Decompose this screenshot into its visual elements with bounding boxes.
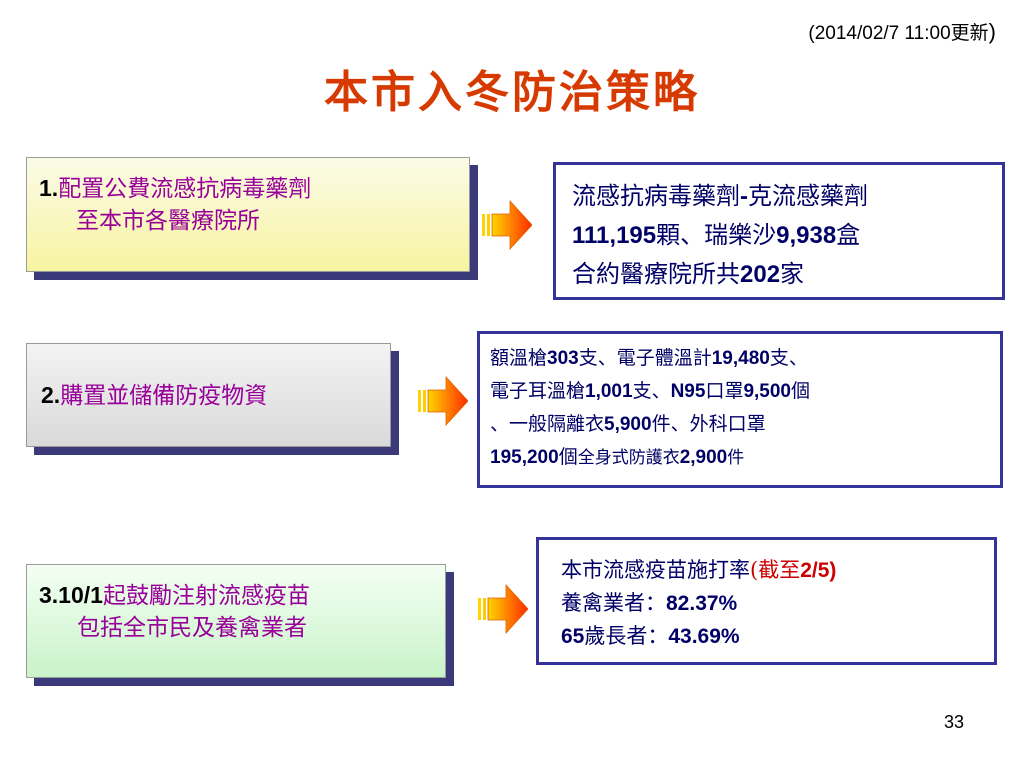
info-text: 養禽業者： xyxy=(561,591,666,615)
info-number: 195,200 xyxy=(490,447,559,468)
info-number: 303 xyxy=(547,348,579,369)
info-text: 克流感藥劑 xyxy=(748,182,868,210)
info-3-line3: 65歲長者：43.69% xyxy=(561,620,984,653)
info-text: 電子耳溫槍 xyxy=(490,380,586,402)
strategy-3-number: 3.10/1 xyxy=(39,582,103,608)
info-number: N95 xyxy=(670,381,706,402)
strategy-1-line1: 1.配置公費流感抗病毒藥劑 xyxy=(39,172,469,205)
info-number: 2,900 xyxy=(679,447,728,468)
info-text: 合約醫療院所共 xyxy=(572,260,740,288)
info-3-line1: 本市流感疫苗施打率(截至2/5) xyxy=(561,554,984,587)
update-close: ) xyxy=(988,19,996,44)
info-2-line2: 電子耳溫槍1,001支、N95口罩9,500個 xyxy=(490,375,992,408)
info-text: 個 xyxy=(558,446,578,468)
update-timestamp: (2014/02/7 11:00更新) xyxy=(808,18,996,45)
right-arrow-icon xyxy=(482,199,532,251)
info-2-line3: 、一般隔離衣5,900件、外科口罩 xyxy=(490,408,992,441)
right-arrow-icon xyxy=(478,583,528,635)
info-text: 額溫槍 xyxy=(490,347,548,369)
strategy-1-text: 配置公費流感抗病毒藥劑 xyxy=(58,176,312,202)
info-box-vaccination: 本市流感疫苗施打率(截至2/5) 養禽業者：82.37% 65歲長者：43.69… xyxy=(536,537,997,665)
info-text: 支、 xyxy=(769,347,808,369)
info-number: 82.37% xyxy=(666,592,738,615)
info-number: 65 xyxy=(561,625,585,648)
strategy-3-line2: 包括全市民及養禽業者 xyxy=(77,615,307,641)
info-number: 19,480 xyxy=(711,348,770,369)
info-text: 歲長者： xyxy=(584,624,669,648)
page-title: 本市入冬防治策略 xyxy=(324,67,700,118)
info-box-supplies: 額溫槍303支、電子體溫計19,480支、 電子耳溫槍1,001支、N95口罩9… xyxy=(477,331,1003,488)
info-text: 支、電子體溫計 xyxy=(578,347,712,369)
info-text: 口罩 xyxy=(705,380,744,402)
update-label: 更新 xyxy=(950,23,989,44)
info-1-line3: 合約醫療院所共202家 xyxy=(572,255,992,294)
strategy-box-2: 2.購置並儲備防疫物資 xyxy=(26,343,391,447)
info-number: 111,195 xyxy=(572,222,657,249)
info-dash: - xyxy=(740,183,748,210)
info-1-line1: 流感抗病毒藥劑-克流感藥劑 xyxy=(572,177,992,216)
strategy-3-line1: 3.10/1起鼓勵注射流感疫苗 xyxy=(39,579,445,612)
strategy-2-line1: 2.購置並儲備防疫物資 xyxy=(41,379,267,412)
info-text: 本市流感疫苗施打率 xyxy=(561,558,750,582)
info-number: 1,001 xyxy=(585,381,633,402)
strategy-2-number: 2. xyxy=(41,381,61,408)
page-number: 33 xyxy=(944,712,965,732)
info-text: 支、 xyxy=(632,380,671,402)
info-number: 5,900 xyxy=(604,414,652,435)
info-text: 件、外科口罩 xyxy=(651,413,766,435)
info-text: 盒 xyxy=(836,221,861,249)
info-text: 家 xyxy=(780,260,805,288)
info-text: 顆、瑞樂沙 xyxy=(656,221,777,249)
strategy-1-number: 1. xyxy=(39,175,59,201)
info-text: 全身式防護衣 xyxy=(577,448,680,468)
info-3-line2: 養禽業者：82.37% xyxy=(561,587,984,620)
update-date: (2014/02/7 11:00 xyxy=(808,23,951,44)
info-number: 202 xyxy=(740,261,781,288)
info-number: 43.69% xyxy=(668,625,740,648)
info-box-antiviral: 流感抗病毒藥劑-克流感藥劑 111,195顆、瑞樂沙9,938盒 合約醫療院所共… xyxy=(553,162,1005,300)
info-text: 流感抗病毒藥劑 xyxy=(572,182,740,210)
info-2-line1: 額溫槍303支、電子體溫計19,480支、 xyxy=(490,342,992,375)
right-arrow-icon xyxy=(418,375,468,427)
info-2-line4: 195,200個全身式防護衣2,900件 xyxy=(490,441,992,474)
strategy-2-text: 購置並儲備防疫物資 xyxy=(60,382,268,409)
strategy-box-1: 1.配置公費流感抗病毒藥劑 至本市各醫療院所 xyxy=(26,157,470,272)
info-number: 9,500 xyxy=(743,381,791,402)
info-number: 9,938 xyxy=(776,222,837,249)
info-text: 、一般隔離衣 xyxy=(490,413,605,435)
info-highlight: (截至 xyxy=(750,558,801,582)
strategy-3-text: 起鼓勵注射流感疫苗 xyxy=(102,583,310,609)
info-highlight-number: 2/5) xyxy=(800,559,837,582)
info-text: 個 xyxy=(791,380,811,402)
info-1-line2: 111,195顆、瑞樂沙9,938盒 xyxy=(572,216,992,255)
info-text: 件 xyxy=(727,448,745,468)
strategy-box-3: 3.10/1起鼓勵注射流感疫苗 包括全市民及養禽業者 xyxy=(26,564,446,678)
strategy-1-line2: 至本市各醫療院所 xyxy=(76,208,260,234)
